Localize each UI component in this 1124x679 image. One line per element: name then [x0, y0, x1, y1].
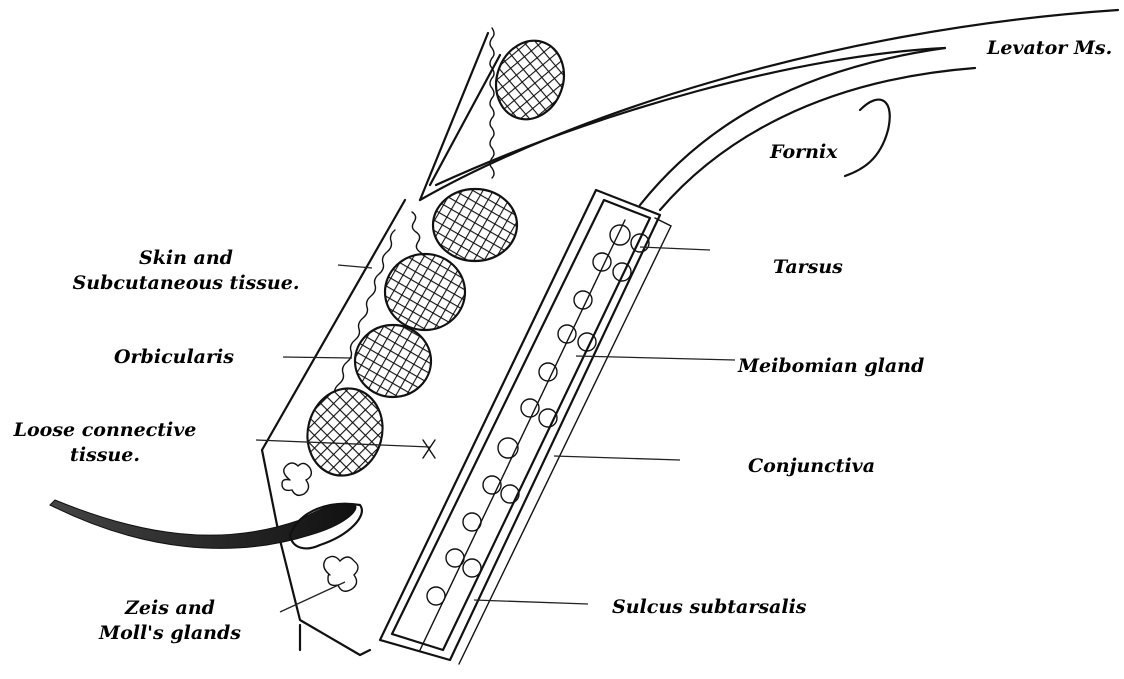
label-skin-subcutaneous: Skin and Subcutaneous tissue. [66, 246, 306, 296]
label-orbicularis: Orbicularis [114, 345, 234, 370]
label-fornix: Fornix [770, 140, 838, 165]
eyelash [50, 500, 362, 548]
label-tarsus: Tarsus [773, 255, 843, 280]
label-loose-line1: Loose connective [0, 418, 210, 443]
label-sulcus-subtarsalis: Sulcus subtarsalis [612, 595, 806, 620]
label-zeis-moll-glands: Zeis and Moll's glands [70, 596, 270, 646]
label-loose-line2: tissue. [0, 443, 210, 468]
label-meibomian-gland: Meibomian gland [738, 354, 924, 379]
label-conjunctiva: Conjunctiva [748, 454, 875, 479]
label-skin-line2: Subcutaneous tissue. [66, 271, 306, 296]
label-loose-connective-tissue: Loose connective tissue. [0, 418, 210, 468]
loose-connective-mark [423, 440, 435, 458]
label-zeis-line2: Moll's glands [70, 621, 270, 646]
label-levator-muscle: Levator Ms. [987, 36, 1112, 61]
label-zeis-line1: Zeis and [70, 596, 270, 621]
label-skin-line1: Skin and [66, 246, 306, 271]
fornix [640, 48, 975, 210]
